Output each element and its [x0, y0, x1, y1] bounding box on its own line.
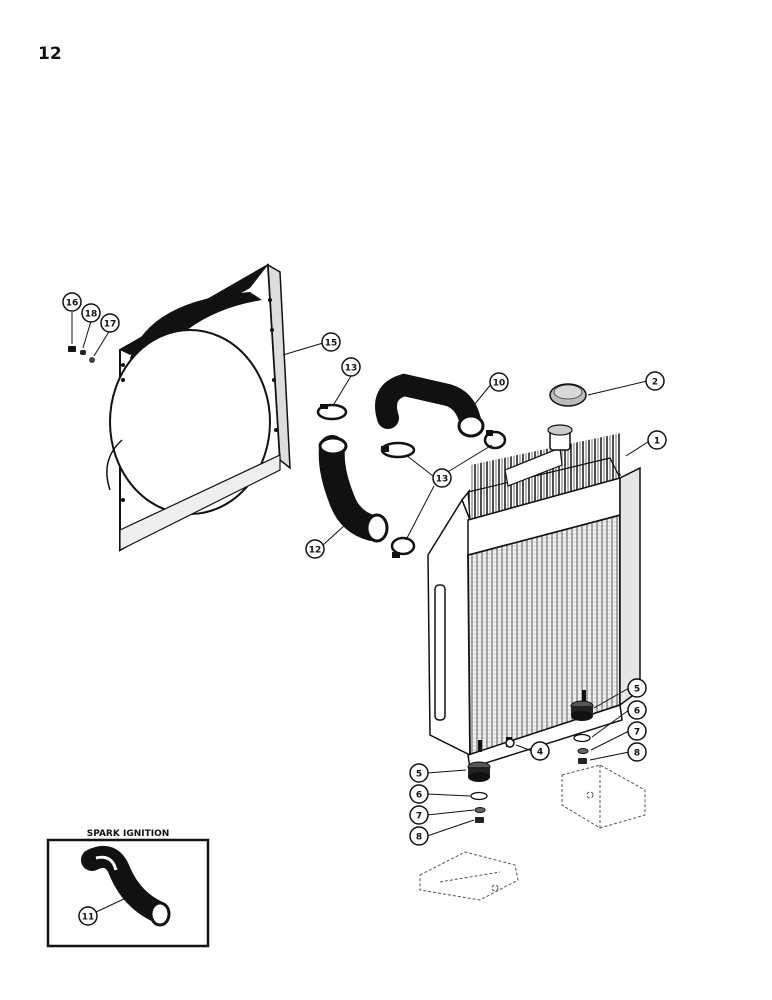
rubber-mount — [467, 761, 491, 782]
svg-text:18: 18 — [85, 310, 98, 320]
rubber-mount — [570, 700, 594, 721]
inset-callout — [78, 906, 98, 926]
hose-clamp — [316, 403, 348, 421]
callout: 6 — [627, 700, 647, 720]
svg-text:8: 8 — [416, 833, 422, 843]
mount-washer — [470, 791, 488, 801]
svg-text:5: 5 — [416, 770, 422, 780]
svg-text:16: 16 — [66, 299, 79, 309]
callout: 10 — [489, 372, 509, 392]
lower-hose — [318, 435, 385, 541]
svg-text:13: 13 — [436, 475, 449, 485]
drain-cock — [505, 737, 515, 748]
callout: 18 — [81, 303, 101, 323]
callout: 5 — [409, 763, 429, 783]
hose-clamp — [380, 441, 416, 459]
svg-text:12: 12 — [309, 546, 322, 556]
svg-text:6: 6 — [634, 707, 640, 717]
shroud-bolt — [68, 346, 95, 363]
radiator — [427, 424, 641, 769]
lock-washer — [577, 748, 589, 754]
callout: 2 — [645, 371, 665, 391]
hose-clamp — [390, 536, 416, 558]
lower-hose-top — [318, 436, 348, 456]
spark-ignition-inset: SPARK IGNITION 11 — [46, 829, 210, 948]
svg-text:11: 11 — [82, 913, 95, 923]
callout: 13 — [432, 468, 452, 488]
fan-shroud — [106, 263, 291, 552]
radiator-cap — [549, 383, 587, 407]
callout: 8 — [627, 742, 647, 762]
svg-text:6: 6 — [416, 791, 422, 801]
mount-nut — [578, 758, 587, 764]
svg-text:5: 5 — [634, 685, 640, 695]
upper-hose-end — [457, 414, 485, 438]
svg-text:17: 17 — [104, 320, 117, 330]
svg-text:7: 7 — [416, 812, 422, 822]
callout: 17 — [100, 313, 120, 333]
mounting-bracket — [419, 851, 519, 901]
callout: 5 — [627, 678, 647, 698]
callout: 13 — [341, 357, 361, 377]
callout: 8 — [409, 826, 429, 846]
upper-hose — [375, 373, 481, 431]
hose-clamp — [483, 430, 507, 450]
svg-text:1: 1 — [654, 437, 660, 447]
callout: 7 — [409, 805, 429, 825]
callout: 7 — [627, 721, 647, 741]
callout: 6 — [409, 784, 429, 804]
callout: 4 — [530, 741, 550, 761]
lower-hose-end — [365, 513, 389, 543]
mount-washer — [573, 733, 591, 743]
inset-title: SPARK IGNITION — [87, 829, 170, 839]
callout: 16 — [62, 292, 82, 312]
svg-text:7: 7 — [634, 728, 640, 738]
callout: 12 — [305, 539, 325, 559]
svg-text:13: 13 — [345, 364, 358, 374]
page-number: 12 — [38, 44, 62, 64]
lock-washer — [474, 807, 486, 813]
mounting-bracket — [561, 764, 646, 829]
svg-text:15: 15 — [325, 339, 338, 349]
svg-text:10: 10 — [493, 379, 506, 389]
callout: 15 — [321, 332, 341, 352]
mount-nut — [475, 817, 484, 823]
callout: 1 — [647, 430, 667, 450]
svg-text:4: 4 — [537, 748, 543, 758]
svg-text:2: 2 — [652, 378, 658, 388]
svg-text:8: 8 — [634, 749, 640, 759]
